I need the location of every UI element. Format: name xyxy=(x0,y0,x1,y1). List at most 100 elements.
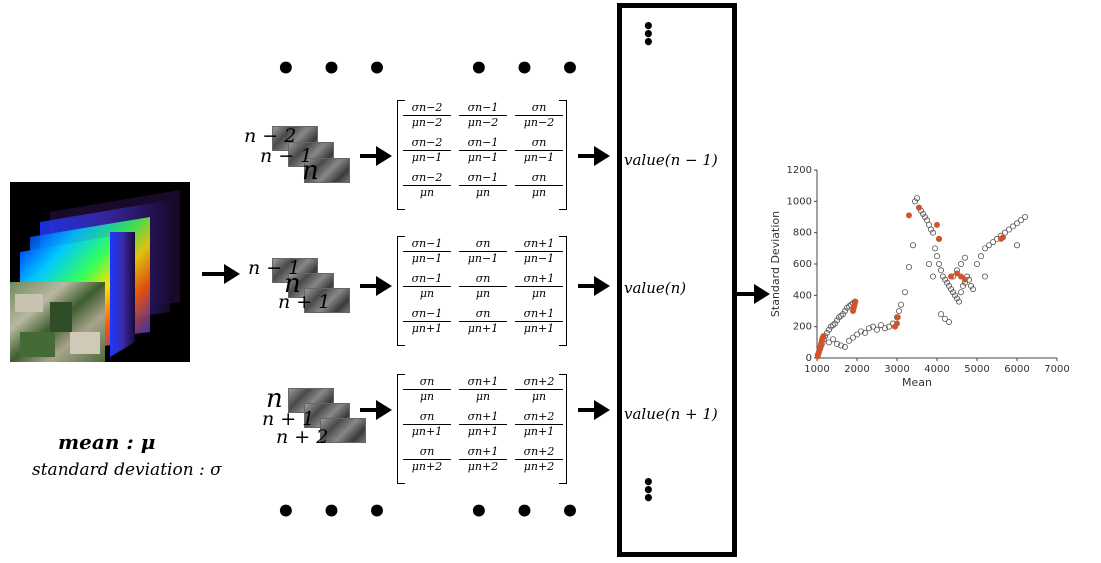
band-patch xyxy=(320,418,366,443)
ratio-numerator: σn+1 xyxy=(515,273,563,287)
ratio-denominator: μn xyxy=(475,390,491,403)
arrow-to-value xyxy=(578,400,610,420)
ratio-numerator: σn xyxy=(515,102,563,116)
y-tick-label: 200 xyxy=(793,322,812,333)
data-point-open xyxy=(933,253,940,260)
ratio-numerator: σn+1 xyxy=(515,238,563,252)
ratio-denominator: μn+1 xyxy=(523,425,555,438)
ratio-numerator: σn−1 xyxy=(459,137,507,151)
ratio-numerator: σn−1 xyxy=(459,102,507,116)
x-tick-label: 2000 xyxy=(844,364,869,375)
value-label: value(n) xyxy=(624,279,687,297)
band-index: n − 1 xyxy=(260,145,313,167)
data-point-filled xyxy=(894,320,900,327)
ratio-denominator: μn−1 xyxy=(467,252,499,265)
ratio-numerator: σn−1 xyxy=(459,172,507,186)
data-point-open xyxy=(830,336,837,343)
cube-drawing xyxy=(10,182,190,362)
arrow-to-value xyxy=(578,276,610,296)
data-point-open xyxy=(967,282,974,289)
ratio-denominator: μn xyxy=(419,287,435,300)
value-label: value(n − 1) xyxy=(624,151,718,169)
data-point-open xyxy=(842,307,849,314)
data-point-open xyxy=(830,322,837,329)
data-point-filled xyxy=(936,235,942,242)
data-point-filled xyxy=(820,333,827,340)
ratio-numerator: σn+2 xyxy=(515,376,563,390)
data-point-open xyxy=(945,318,952,325)
ratio-denominator: μn xyxy=(475,287,491,300)
data-point-open xyxy=(905,264,912,271)
data-point-open xyxy=(901,289,908,296)
data-point-open xyxy=(1013,242,1020,249)
data-point-open xyxy=(858,328,865,335)
data-point-open xyxy=(850,334,857,341)
data-point-filled xyxy=(962,276,968,283)
ellipsis-top-left: • • • xyxy=(275,49,394,89)
x-tick-label: 1000 xyxy=(804,364,829,375)
ratio-denominator: μn−2 xyxy=(467,116,499,129)
arrow-to-matrix xyxy=(360,146,392,166)
band-index: n + 1 xyxy=(278,291,331,313)
band-index: n xyxy=(266,384,283,414)
data-point-filled xyxy=(948,273,954,280)
data-point-open xyxy=(985,242,992,249)
data-point-open xyxy=(911,198,918,205)
data-point-open xyxy=(929,273,936,280)
ratio-denominator: μn+1 xyxy=(411,425,443,438)
ratio-numerator: σn xyxy=(403,376,451,390)
data-point-open xyxy=(1005,226,1012,233)
data-point-open xyxy=(947,286,954,293)
arrow-to-matrix xyxy=(360,400,392,420)
data-point-open xyxy=(957,289,964,296)
vertical-ellipsis-bottom: ••• xyxy=(642,470,655,510)
x-tick-label: 7000 xyxy=(1044,364,1069,375)
data-point-filled xyxy=(852,298,859,305)
data-point-open xyxy=(935,261,942,268)
ratio-denominator: μn xyxy=(531,287,547,300)
band-index: n xyxy=(284,269,301,299)
hyperspectral-cube xyxy=(10,182,190,362)
legend-mean: mean : μ xyxy=(58,430,156,454)
x-tick-label: 6000 xyxy=(1004,364,1029,375)
y-tick-label: 400 xyxy=(793,290,812,301)
band-index: n − 1 xyxy=(248,257,301,279)
y-tick-label: 0 xyxy=(806,353,812,364)
ratio-numerator: σn xyxy=(515,172,563,186)
data-point-open xyxy=(838,342,845,349)
data-point-open xyxy=(961,254,968,261)
ratio-numerator: σn+1 xyxy=(459,411,507,425)
legend-std: standard deviation : σ xyxy=(32,460,222,480)
data-point-open xyxy=(959,282,966,289)
x-tick-label: 4000 xyxy=(924,364,949,375)
ratio-numerator: σn+1 xyxy=(515,308,563,322)
data-point-filled xyxy=(1000,234,1006,241)
data-point-open xyxy=(921,214,928,221)
y-tick-label: 1000 xyxy=(787,196,812,207)
y-tick-label: 1200 xyxy=(787,165,812,176)
ratio-denominator: μn xyxy=(531,390,547,403)
data-point-open xyxy=(913,195,920,202)
arrow-to-value xyxy=(578,146,610,166)
data-point-open xyxy=(870,323,877,330)
matrix-bracket-right xyxy=(559,374,567,484)
ratio-numerator: σn+2 xyxy=(515,411,563,425)
data-point-open xyxy=(957,261,964,268)
ratio-numerator: σn+2 xyxy=(515,446,563,460)
ratio-numerator: σn−2 xyxy=(403,172,451,186)
ratio-denominator: μn−2 xyxy=(411,116,443,129)
band-index: n xyxy=(302,156,319,186)
ratio-denominator: μn+2 xyxy=(467,460,499,473)
